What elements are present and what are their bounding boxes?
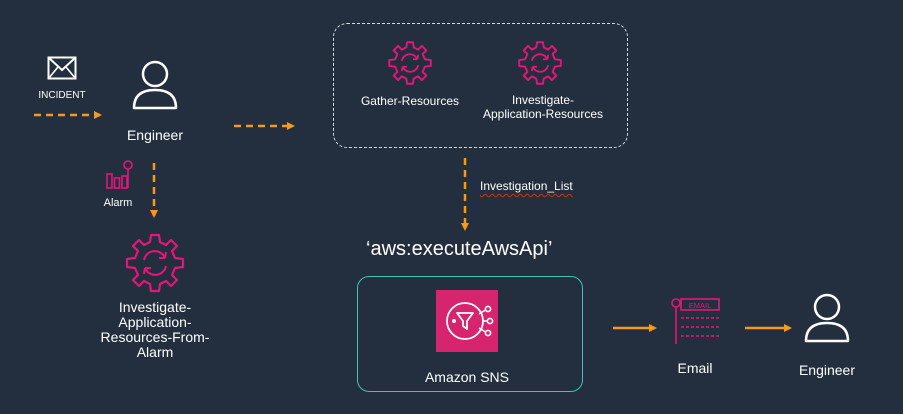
alarm-runbook-line4: Alarm (136, 344, 174, 360)
user-icon (804, 293, 850, 343)
email-badge-text: EMAIL (689, 301, 712, 310)
gather-resources-label: Gather-Resources (360, 94, 460, 108)
investigate-app-resources-line2: Application-Resources (482, 107, 604, 121)
investigate-app-resources-line1: Investigate- (511, 93, 575, 107)
automation-gear-icon (124, 232, 186, 294)
automation-runbook-group (333, 23, 628, 148)
sns-label: Amazon SNS (424, 369, 510, 385)
alarm-runbook-line3: Resources-From- (100, 329, 210, 345)
user-icon (132, 60, 178, 110)
envelope-icon (47, 56, 77, 80)
engineer-right-label: Engineer (798, 362, 856, 378)
email-label: Email (677, 360, 713, 376)
alarm-label: Alarm (103, 197, 133, 209)
investigation-list-label: Investigation_List (480, 179, 573, 193)
alarm-runbook-label: Investigate- Application- Resources-From… (95, 300, 215, 360)
incident-label: INCIDENT (38, 90, 86, 101)
alarm-icon (106, 160, 134, 190)
email-icon: EMAIL (669, 296, 721, 348)
investigate-app-resources-label: Investigate- Application-Resources (478, 93, 608, 121)
alarm-runbook-line1: Investigate- (118, 299, 192, 315)
engineer-left-label: Engineer (126, 127, 184, 143)
automation-gear-icon (387, 40, 433, 86)
sns-group (357, 276, 583, 392)
api-call-label: ‘aws:executeAwsApi’ (366, 238, 553, 260)
automation-gear-icon (517, 40, 563, 86)
alarm-runbook-line2: Application- (118, 314, 192, 330)
sns-icon (436, 290, 498, 352)
